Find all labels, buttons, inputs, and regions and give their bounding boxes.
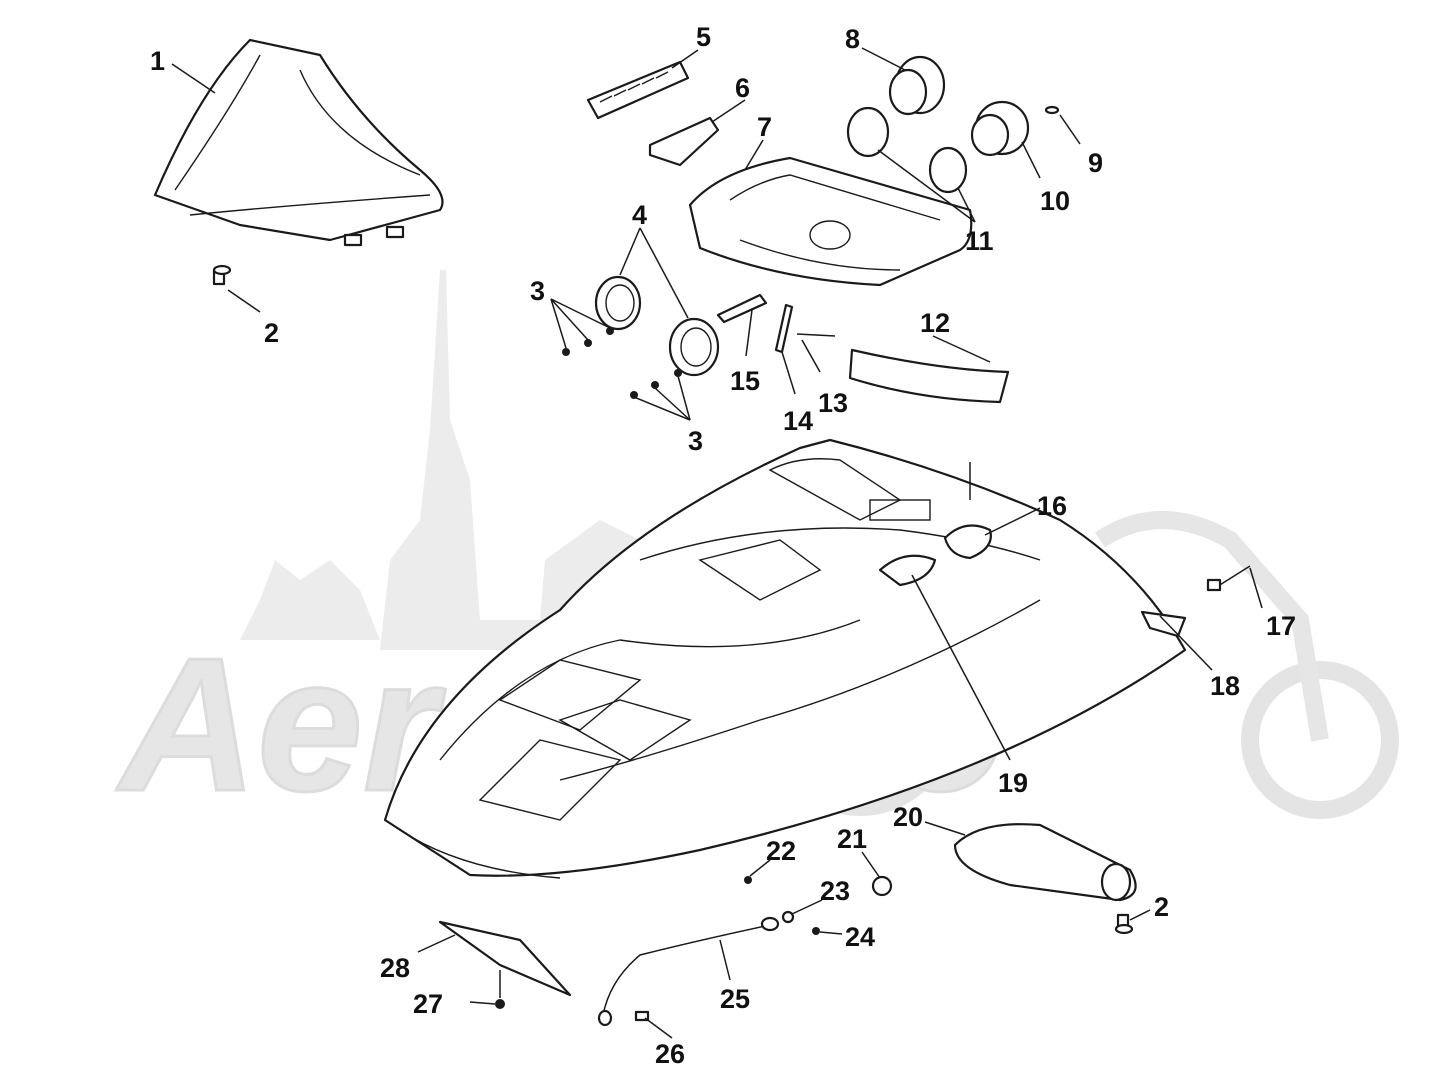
callout-3-bottom: 3 bbox=[688, 426, 703, 456]
wheel-right-ghost bbox=[1241, 661, 1399, 819]
fasteners-3-top bbox=[562, 327, 614, 356]
nut-22 bbox=[744, 876, 752, 884]
gauge-8 bbox=[888, 55, 946, 116]
lens-ring-b bbox=[928, 146, 968, 194]
callout-9: 9 bbox=[1088, 148, 1103, 178]
windshield bbox=[153, 38, 444, 247]
clip-23 bbox=[781, 910, 795, 924]
callout-12: 12 bbox=[920, 308, 950, 338]
callout-26: 26 bbox=[655, 1039, 685, 1069]
callout-2-top: 2 bbox=[264, 318, 279, 348]
screw-2-top bbox=[212, 264, 232, 286]
rod-13 bbox=[796, 333, 836, 337]
callout-13: 13 bbox=[818, 388, 848, 418]
access-panel bbox=[953, 823, 1137, 902]
screw-2-bottom bbox=[1114, 913, 1134, 935]
console bbox=[688, 156, 973, 287]
callout-22: 22 bbox=[766, 836, 796, 866]
callout-24: 24 bbox=[845, 922, 875, 952]
tether-25 bbox=[602, 924, 771, 1016]
motorcycle-frame-ghost bbox=[1095, 511, 1329, 742]
callout-19: 19 bbox=[998, 768, 1028, 798]
callout-5: 5 bbox=[696, 22, 711, 52]
bolt-14 bbox=[774, 303, 794, 354]
knob-21 bbox=[871, 875, 893, 897]
callout-21: 21 bbox=[837, 824, 867, 854]
callout-11: 11 bbox=[965, 226, 994, 256]
callout-25: 25 bbox=[720, 984, 750, 1014]
callout-10: 10 bbox=[1040, 186, 1070, 216]
callout-labels: 1 2 3 3 4 5 6 7 8 9 10 11 12 13 14 15 16… bbox=[150, 22, 1296, 1069]
pad bbox=[648, 116, 720, 167]
domes-silhouette bbox=[240, 560, 380, 640]
screw-27 bbox=[495, 999, 505, 1009]
callout-17: 17 bbox=[1266, 611, 1296, 641]
callout-27: 27 bbox=[413, 989, 443, 1019]
lens-ring-a bbox=[846, 106, 890, 158]
callout-18: 18 bbox=[1210, 671, 1240, 701]
vent-grille bbox=[586, 60, 690, 120]
callout-14: 14 bbox=[783, 406, 813, 436]
switch bbox=[716, 293, 768, 324]
trim-strip bbox=[848, 348, 1010, 404]
gauge-10 bbox=[970, 100, 1030, 157]
nut-24 bbox=[812, 927, 820, 935]
callout-1: 1 bbox=[150, 46, 165, 76]
headlight-housing-right bbox=[668, 317, 720, 377]
connector-17 bbox=[1206, 578, 1222, 592]
callout-2-bottom: 2 bbox=[1154, 892, 1169, 922]
callout-16: 16 bbox=[1037, 491, 1067, 521]
callout-4: 4 bbox=[632, 200, 647, 230]
screw-26 bbox=[634, 1010, 650, 1022]
callout-20: 20 bbox=[893, 802, 923, 832]
callout-7: 7 bbox=[757, 112, 772, 142]
bulb bbox=[1044, 105, 1060, 115]
callout-8: 8 bbox=[845, 24, 860, 54]
latch-19 bbox=[878, 554, 937, 587]
fasteners-3-bottom bbox=[630, 369, 682, 399]
callout-15: 15 bbox=[730, 366, 760, 396]
headlight-housing-left bbox=[594, 275, 642, 331]
plate-28 bbox=[438, 920, 572, 997]
callout-23: 23 bbox=[820, 876, 850, 906]
callout-3-top: 3 bbox=[530, 276, 545, 306]
tether-clip bbox=[760, 916, 780, 932]
callout-6: 6 bbox=[735, 73, 750, 103]
leader-lines bbox=[171, 47, 1263, 1039]
callout-28: 28 bbox=[380, 953, 410, 983]
grommet-16 bbox=[943, 524, 992, 560]
tether-eyelet bbox=[597, 1009, 613, 1027]
